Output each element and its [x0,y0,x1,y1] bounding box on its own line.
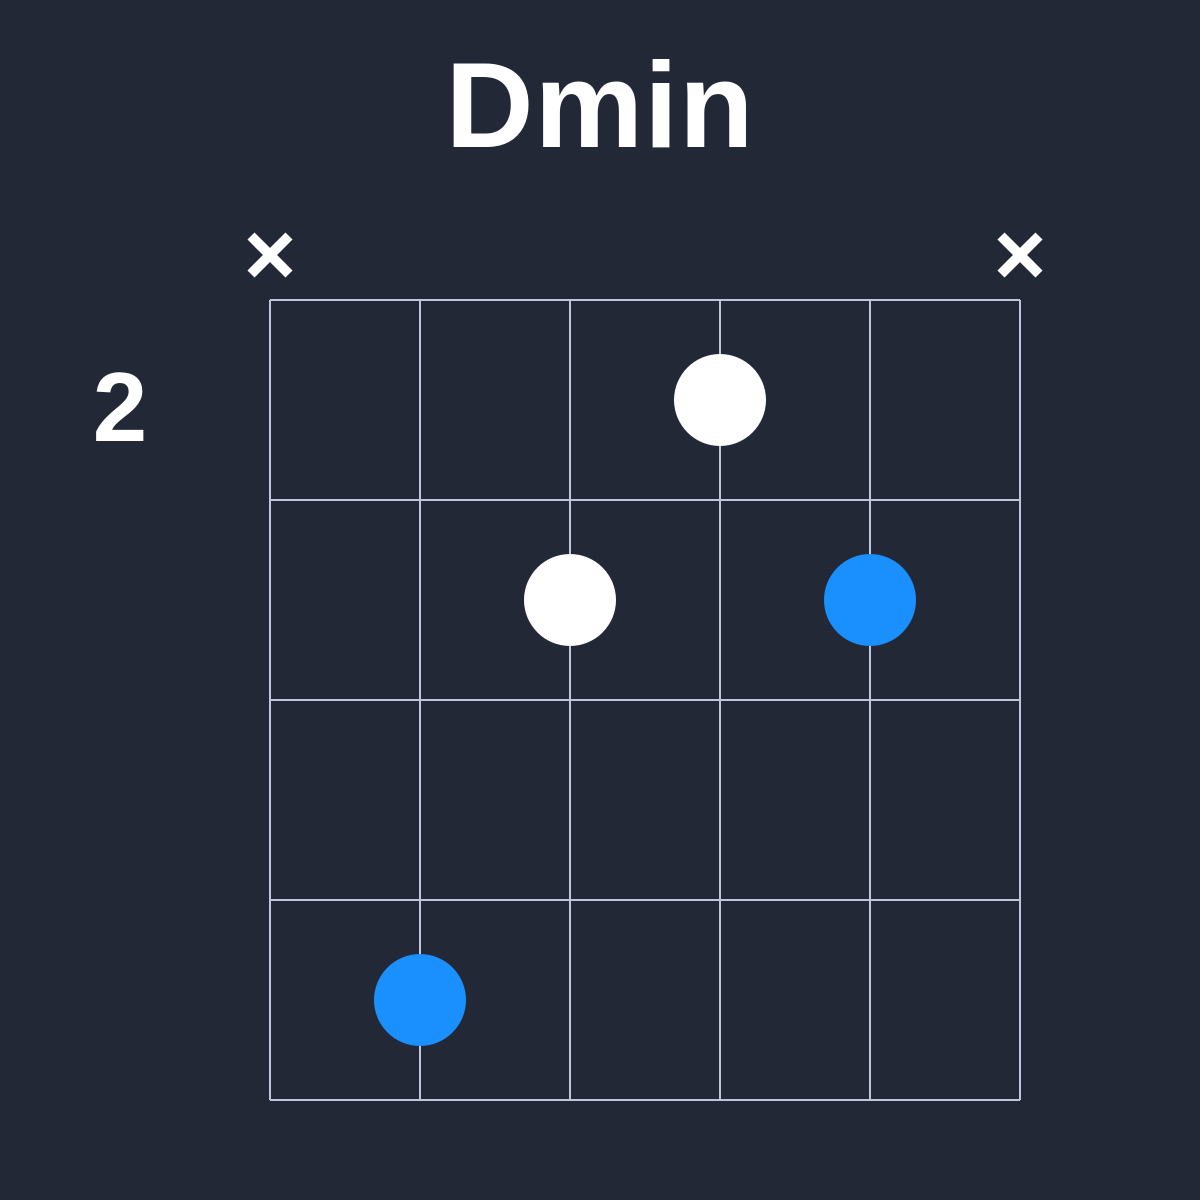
base-fret-number: 2 [92,352,148,462]
finger-dot [674,354,766,446]
chord-title: Dmin [445,37,755,173]
muted-markers [247,232,1043,278]
muted-string-x-icon [997,232,1043,278]
root-note-dot [374,954,466,1046]
muted-string-x-icon [247,232,293,278]
fretboard-grid [269,299,1021,1101]
finger-dots [374,354,916,1046]
finger-dot [524,554,616,646]
root-note-dot [824,554,916,646]
